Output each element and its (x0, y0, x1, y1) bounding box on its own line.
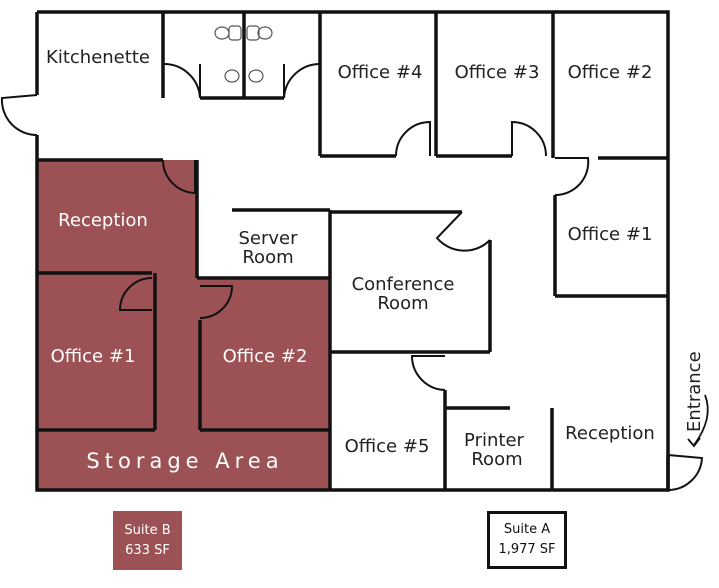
interior-walls (37, 12, 668, 490)
legend-suite-a-area: 1,977 SF (498, 542, 556, 557)
room-printer-line1: Printer (464, 430, 524, 451)
room-office-3: Office #3 (455, 62, 540, 83)
room-reception-a: Reception (565, 423, 655, 444)
room-office-2-top: Office #2 (568, 62, 653, 83)
room-storage-area: Storage Area (86, 449, 283, 473)
room-office-2-b: Office #2 (223, 346, 308, 367)
doors (0, 62, 704, 492)
room-reception-b: Reception (58, 210, 148, 231)
room-conference-line2: Room (377, 293, 428, 314)
room-kitchenette: Kitchenette (46, 47, 150, 68)
entrance-label: Entrance (684, 351, 705, 432)
room-conference-line1: Conference (352, 274, 455, 295)
room-office-5: Office #5 (345, 436, 430, 457)
legend-suite-b-name: Suite B (124, 522, 171, 538)
room-office-1-b: Office #1 (51, 346, 136, 367)
room-office-1-right: Office #1 (568, 224, 653, 245)
room-server-line2: Room (242, 247, 293, 268)
legend-suite-b: Suite B 633 SF (113, 511, 182, 570)
legend-suite-a: Suite A 1,977 SF (487, 511, 567, 569)
room-server-line1: Server (238, 228, 298, 249)
suite-a-labels: Kitchenette Office #4 Office #3 Office #… (46, 47, 655, 470)
entrance-marker: Entrance (684, 351, 709, 448)
suite-b-fill-left (37, 160, 197, 490)
legend-suite-b-area: 633 SF (125, 542, 170, 558)
suite-b-fill-right (197, 278, 330, 490)
restroom-fixtures-icon (214, 25, 273, 83)
suite-b-labels: Reception Office #1 Office #2 Storage Ar… (51, 210, 308, 473)
room-printer-line2: Room (471, 449, 522, 470)
legend-suite-a-name: Suite A (503, 522, 551, 537)
suite-b-area (37, 160, 330, 490)
room-office-4: Office #4 (338, 62, 423, 83)
